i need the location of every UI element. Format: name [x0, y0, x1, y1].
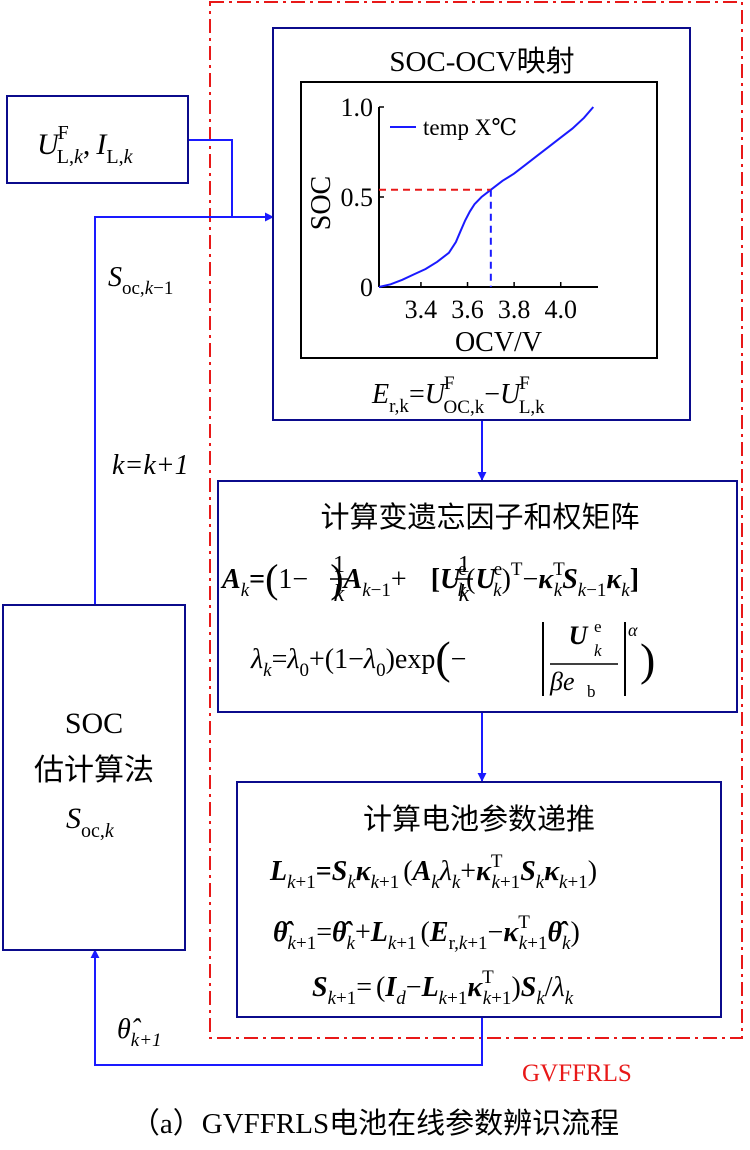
arrow-input-to-map	[189, 139, 233, 217]
soc-estimation-box: SOC 估计算法 Soc,k	[2, 604, 186, 951]
svg-text:k: k	[334, 581, 345, 607]
svg-text:b: b	[587, 682, 596, 701]
svg-text:βe: βe	[549, 667, 575, 696]
frac-1-over-k-b: 1 k	[455, 552, 473, 607]
svg-text:): )	[640, 634, 655, 685]
vff-eq2-fraction: U e k βe b α )	[542, 617, 655, 701]
svg-text:U: U	[569, 621, 589, 650]
param-title: 计算电池参数递推	[363, 803, 595, 836]
svg-text:1: 1	[333, 552, 345, 578]
series-line-temp	[378, 106, 595, 288]
svg-text:k: k	[594, 641, 602, 660]
y-tick-label: 0.5	[341, 183, 374, 212]
x-axis-label: OCV/V	[455, 327, 542, 358]
svg-text:估计算法: 估计算法	[34, 754, 154, 787]
x-tick-label: 4.0	[544, 295, 577, 324]
svg-text:UFL,k,IL,k: UFL,k,IL,k	[37, 122, 134, 168]
svg-text:SOC: SOC	[65, 707, 123, 740]
gvffrls-label: GVFFRLS	[522, 1060, 632, 1087]
arrow-soc-to-map	[94, 212, 274, 604]
flow-lines	[90, 139, 487, 1066]
x-tick-label: 3.4	[405, 295, 438, 324]
legend-label: temp X℃	[423, 115, 517, 140]
y-tick-label: 1.0	[341, 93, 374, 122]
svg-text:Soc,k: Soc,k	[66, 802, 115, 842]
vff-title: 计算变遗忘因子和权矩阵	[320, 501, 639, 534]
vff-box: 计算变遗忘因子和权矩阵 Ak=(1−)Ak−1+[Uek(Uek)T−κTkSk…	[217, 480, 738, 713]
frac-1-over-k-a: 1 k	[330, 552, 348, 607]
figure-caption: （a）GVFFRLS电池在线参数辨识流程	[131, 1107, 619, 1140]
theta-feedback-label: θ̂k+1	[117, 1014, 162, 1051]
svg-text:α: α	[628, 620, 638, 640]
y-tick-label: 0	[360, 273, 373, 302]
x-tick-label: 3.6	[451, 295, 484, 324]
k-update-label: k=k+1	[112, 450, 189, 481]
svg-text:1: 1	[458, 552, 470, 578]
x-tick-label: 3.8	[498, 295, 531, 324]
s-oc-k-minus-1: Soc,k−1	[108, 262, 173, 299]
vff-eq2: λk=λ0+(1−λ0)exp(−	[250, 632, 466, 683]
svg-text:k: k	[459, 581, 470, 607]
svg-text:e: e	[594, 617, 602, 636]
y-axis-label: SOC	[306, 176, 337, 230]
arrow-param-to-soc	[90, 949, 483, 1066]
map-title: SOC-OCV映射	[389, 45, 574, 78]
